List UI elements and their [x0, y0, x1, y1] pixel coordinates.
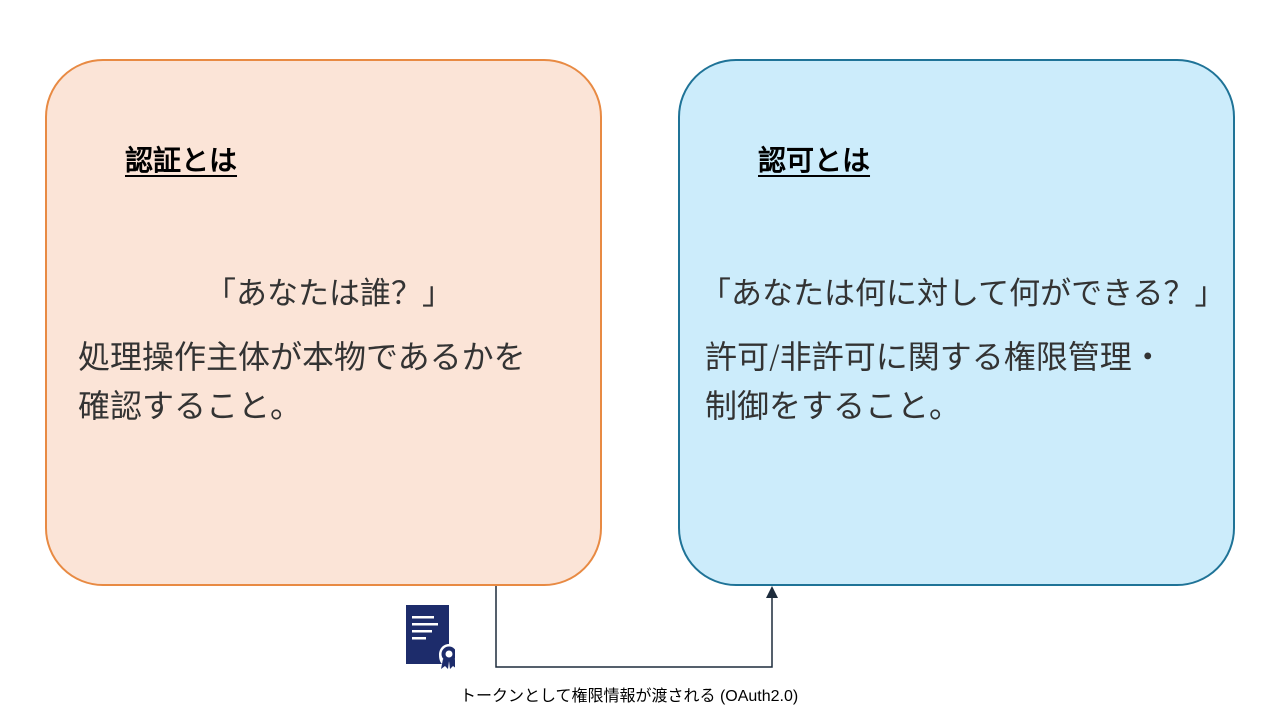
authentication-box: 認証とは 「あなたは誰？」 処理操作主体が本物であるかを 確認すること。: [45, 59, 602, 586]
authorization-description: 許可/非許可に関する権限管理・ 制御をすること。: [705, 333, 1225, 431]
authentication-description-line: 処理操作主体が本物であるかを: [78, 338, 526, 376]
flow-arrow: [495, 586, 778, 668]
flow-caption: トークンとして権限情報が渡される (OAuth2.0): [460, 688, 799, 705]
certificate-token-icon: [406, 605, 455, 669]
authentication-question: 「あなたは誰？」: [205, 276, 453, 312]
authorization-description-line: 許可/非許可に関する権限管理・: [705, 338, 1164, 376]
authentication-description: 処理操作主体が本物であるかを 確認すること。: [78, 333, 578, 431]
authorization-description-line: 制御をすること。: [705, 387, 962, 425]
authorization-box: 認可とは 「あなたは何に対して何ができる？」 許可/非許可に関する権限管理・ 制…: [678, 59, 1235, 586]
authorization-question: 「あなたは何に対して何ができる？」: [700, 276, 1226, 312]
authorization-title: 認可とは: [758, 144, 871, 177]
authentication-description-line: 確認すること。: [78, 387, 303, 425]
authentication-title: 認証とは: [125, 144, 238, 177]
